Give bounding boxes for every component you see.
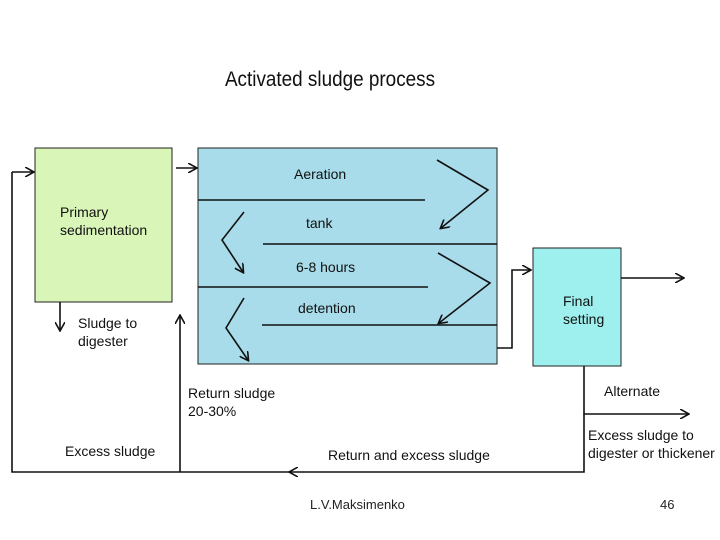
return-sludge-label: Return sludge 20-30% [188, 384, 275, 420]
flow-arrow [438, 252, 492, 323]
label-line: 20-30% [188, 403, 237, 419]
label-line: sedimentation [60, 222, 148, 238]
label-line: Excess sludge to [588, 427, 694, 443]
diagram-title: Activated sludge process [224, 68, 436, 91]
aeration-to-final-arrow [497, 270, 530, 349]
tank-label: tank [306, 215, 333, 231]
aeration-tank-box [197, 147, 498, 365]
flow-arrow [225, 297, 248, 360]
flow-zigzag-arrows [221, 159, 492, 360]
flow-lines [11, 168, 688, 473]
alternate-label: Alternate [604, 383, 661, 399]
footer-author: L.V.Maksimenko [310, 497, 405, 512]
label-line: Primary [60, 204, 109, 220]
final-setting-box [532, 247, 622, 367]
label-line: Return sludge [188, 385, 276, 401]
flow-arrow [436, 159, 490, 228]
excess-sludge-line [11, 172, 290, 473]
label-line: digester [78, 333, 128, 349]
final-setting-label: Final setting [563, 292, 604, 328]
return-and-excess-arrow [290, 414, 585, 472]
excess-sludge-to-label: Excess sludge to digester or thickener [588, 426, 715, 462]
label-line: setting [563, 311, 605, 327]
primary-sedimentation-box [34, 147, 173, 303]
footer-page-number: 46 [660, 497, 675, 512]
label-line: Sludge to [78, 315, 138, 331]
label-line: digester or thickener [588, 445, 715, 461]
excess-sludge-label: Excess sludge [65, 443, 156, 459]
primary-sedimentation-label: Primary sedimentation [60, 203, 147, 239]
aeration-baffles [198, 199, 497, 326]
aeration-label: Aeration [294, 166, 347, 182]
flow-arrow [221, 211, 245, 272]
sludge-to-digester-label: Sludge to digester [78, 314, 137, 350]
detention-hours-label: 6-8 hours [296, 259, 356, 275]
detention-label: detention [298, 300, 356, 316]
label-line: Final [563, 293, 594, 309]
return-and-excess-sludge-label: Return and excess sludge [328, 447, 490, 463]
